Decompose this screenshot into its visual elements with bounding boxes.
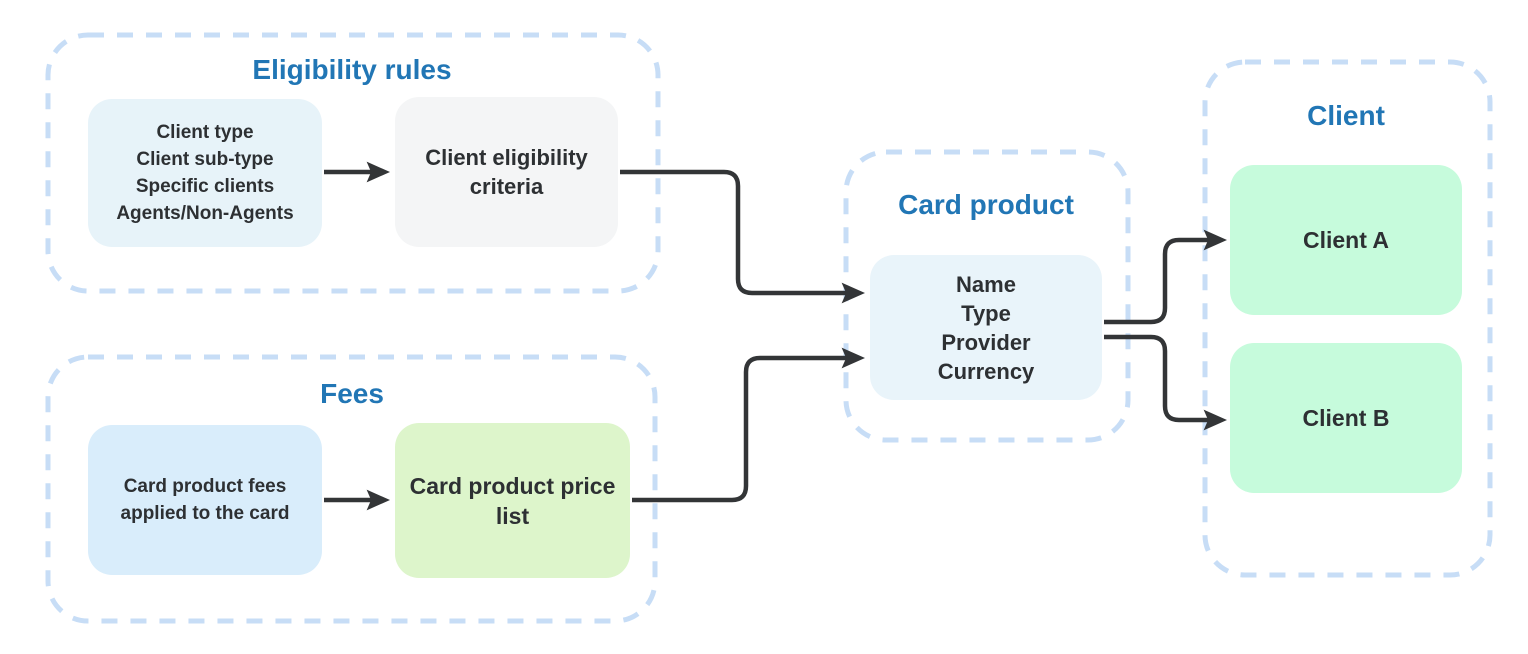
card-product-attribute-line: Type xyxy=(961,300,1011,326)
client-title: Client xyxy=(1307,100,1385,131)
edge-card-product-to-client-b xyxy=(1104,334,1227,431)
price-list-label-line: list xyxy=(495,502,530,529)
client-b-label: Client B xyxy=(1302,404,1390,431)
criteria-label-line: Client eligibility xyxy=(425,145,588,170)
edge-criteria-to-card-product xyxy=(620,169,865,304)
edge-card-product-to-client-a xyxy=(1104,229,1227,325)
fees-title: Fees xyxy=(320,378,384,409)
client-b-node: Client B xyxy=(1230,343,1462,493)
eligibility-rules-container xyxy=(45,32,661,294)
card-product-attribute-line: Provider xyxy=(941,329,1031,355)
card-product-fees-node: Card product fees applied to the card xyxy=(88,425,322,575)
card-product-title: Card product xyxy=(898,189,1074,220)
client-a-node: Client A xyxy=(1230,165,1462,315)
client-attributes-line: Agents/Non-Agents xyxy=(116,203,294,224)
fees-label-line: Card product fees xyxy=(123,476,287,497)
criteria-label-line: criteria xyxy=(469,174,544,199)
card-product-node: Name Type Provider Currency xyxy=(870,255,1102,400)
price-list-label-line: Card product price xyxy=(409,472,616,499)
card-product-attribute-line: Name xyxy=(956,271,1016,297)
fees-label-line: applied to the card xyxy=(120,503,290,524)
edge-price-list-to-card-product xyxy=(632,347,865,503)
client-container xyxy=(1202,59,1493,578)
client-attributes-line: Client sub-type xyxy=(136,149,274,170)
client-a-label: Client A xyxy=(1302,226,1390,253)
client-attributes-line: Specific clients xyxy=(135,176,275,197)
client-attributes-line: Client type xyxy=(156,122,254,143)
eligibility-rules-title: Eligibility rules xyxy=(252,54,452,85)
card-product-price-list-node: Card product price list xyxy=(395,423,630,578)
card-product-attribute-line: Currency xyxy=(937,358,1035,384)
client-attributes-node: Client type Client sub-type Specific cli… xyxy=(88,99,322,247)
client-eligibility-criteria-node: Client eligibility criteria xyxy=(395,97,618,247)
fees-container xyxy=(45,354,658,624)
